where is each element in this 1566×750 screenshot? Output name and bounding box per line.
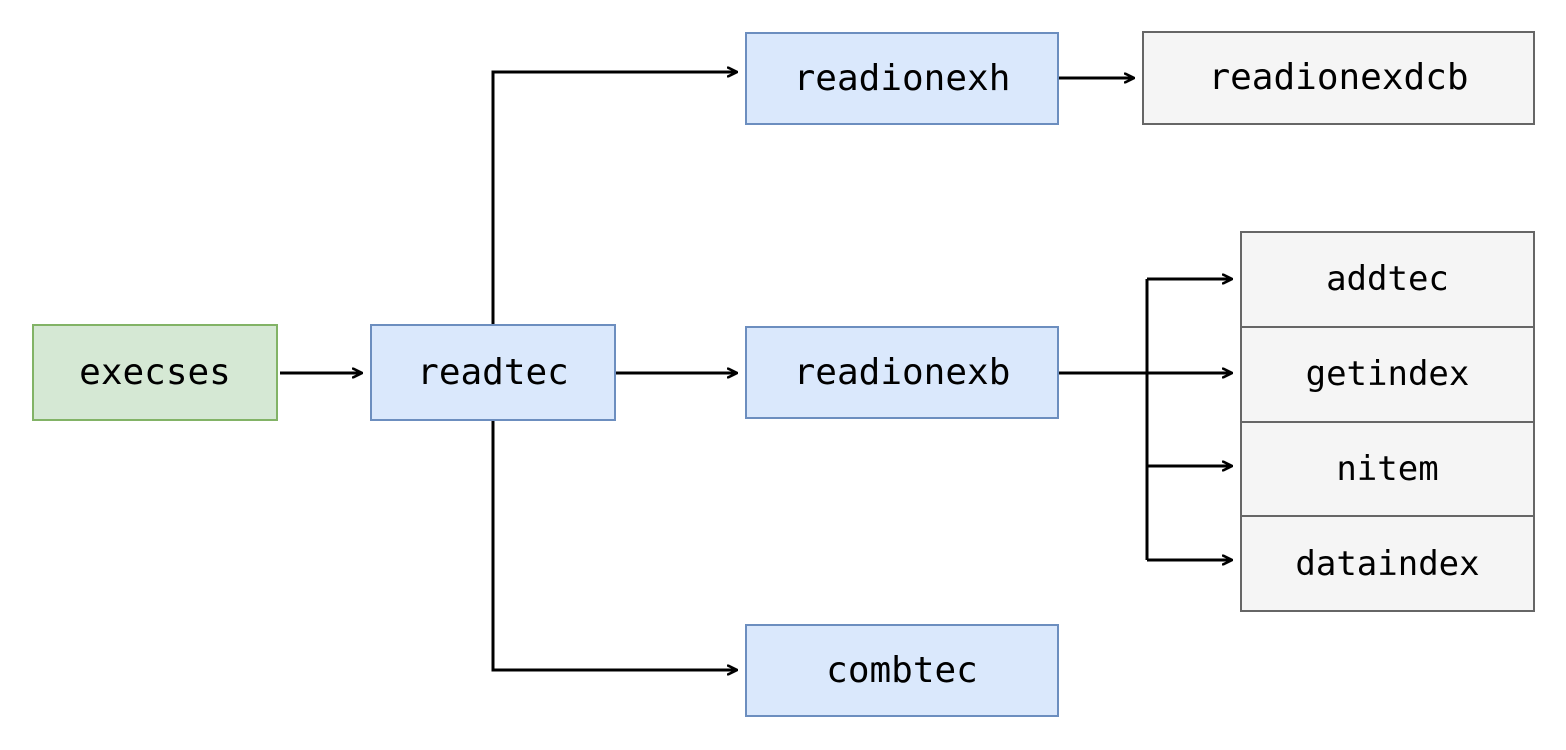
- node-readionexdcb[interactable]: readionexdcb: [1142, 31, 1535, 125]
- edge-readtec-to-combtec: [491, 421, 737, 670]
- node-combtec[interactable]: combtec: [745, 624, 1059, 717]
- node-stack-group: addtec getindex nitem dataindex: [1240, 231, 1535, 612]
- node-readionexh[interactable]: readionexh: [745, 32, 1059, 125]
- node-nitem[interactable]: nitem: [1242, 422, 1533, 518]
- node-execses[interactable]: execses: [32, 324, 278, 421]
- node-getindex[interactable]: getindex: [1242, 327, 1533, 423]
- edge-readtec-to-readionexh: [491, 72, 737, 324]
- node-readionexb[interactable]: readionexb: [745, 326, 1059, 419]
- node-readtec[interactable]: readtec: [370, 324, 616, 421]
- node-addtec[interactable]: addtec: [1242, 233, 1533, 328]
- node-dataindex[interactable]: dataindex: [1242, 517, 1533, 610]
